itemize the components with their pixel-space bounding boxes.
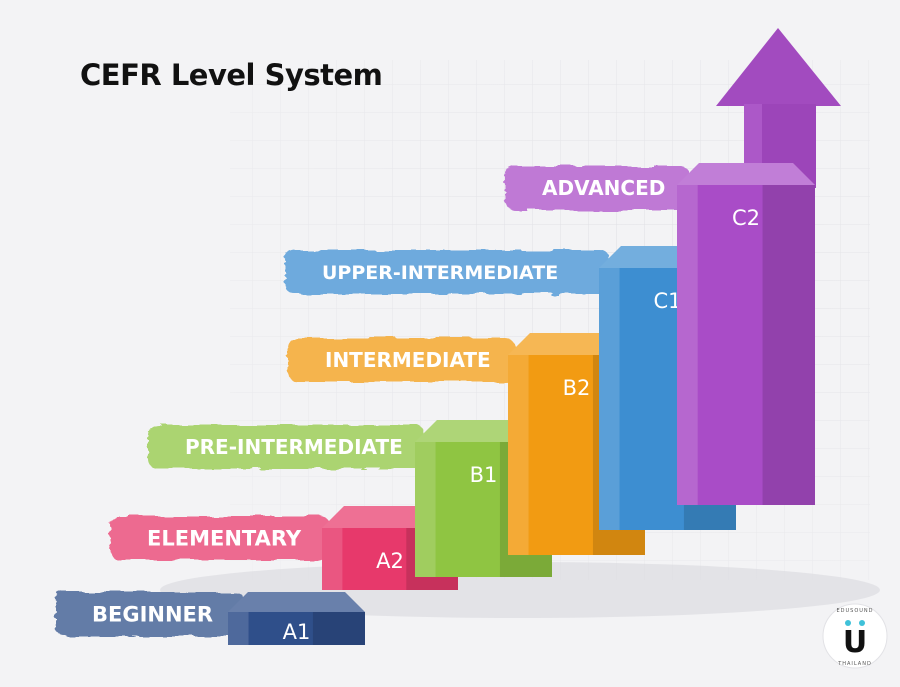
level-band-b1: PRE-INTERMEDIATE [148,425,425,469]
level-bar-c2: C2 [677,163,815,505]
level-code-c2: C2 [732,206,760,230]
level-band-c1: UPPER-INTERMEDIATE [285,250,610,294]
brush-stroke [505,166,690,210]
brush-stroke [148,425,425,469]
level-code-b1: B1 [470,463,498,487]
brush-stroke [55,592,245,636]
brush-stroke [110,516,330,560]
logo-ring-bottom: THAILAND [837,661,872,667]
level-code-a2: A2 [376,549,404,573]
level-band-a1: BEGINNER [55,592,245,636]
brush-stroke [285,250,610,294]
bar-top-face [228,592,365,612]
brand-logo: U EDUSOUND THAILAND [822,603,888,669]
level-name-a2: ELEMENTARY [147,527,302,551]
bar-highlight [228,612,249,645]
level-name-a1: BEGINNER [92,603,213,627]
bar-highlight [322,528,343,590]
page-title: CEFR Level System [80,58,383,92]
logo-eye-left-icon [845,620,851,626]
level-band-a2: ELEMENTARY [110,516,330,560]
bar-top-face [677,163,815,185]
bar-highlight [415,442,436,577]
bar-highlight [599,268,620,530]
level-name-c1: UPPER-INTERMEDIATE [322,262,558,284]
level-name-b2: INTERMEDIATE [325,348,491,372]
level-code-c1: C1 [653,289,681,313]
level-name-b1: PRE-INTERMEDIATE [185,435,403,459]
brush-stroke [288,338,515,382]
logo-eye-right-icon [859,620,865,626]
bar-side-shade [762,185,815,505]
level-band-b2: INTERMEDIATE [288,338,515,382]
level-name-c2: ADVANCED [542,176,665,200]
level-bar-a1: A1 [228,592,365,645]
bar-highlight [508,355,529,555]
bar-side-shade [312,612,365,645]
logo-ring-top: EDUSOUND [836,608,873,614]
logo-letter: U [843,625,867,660]
level-code-b2: B2 [563,376,591,400]
level-band-c2: ADVANCED [505,166,690,210]
bar-highlight [677,185,698,505]
level-code-a1: A1 [283,620,311,644]
